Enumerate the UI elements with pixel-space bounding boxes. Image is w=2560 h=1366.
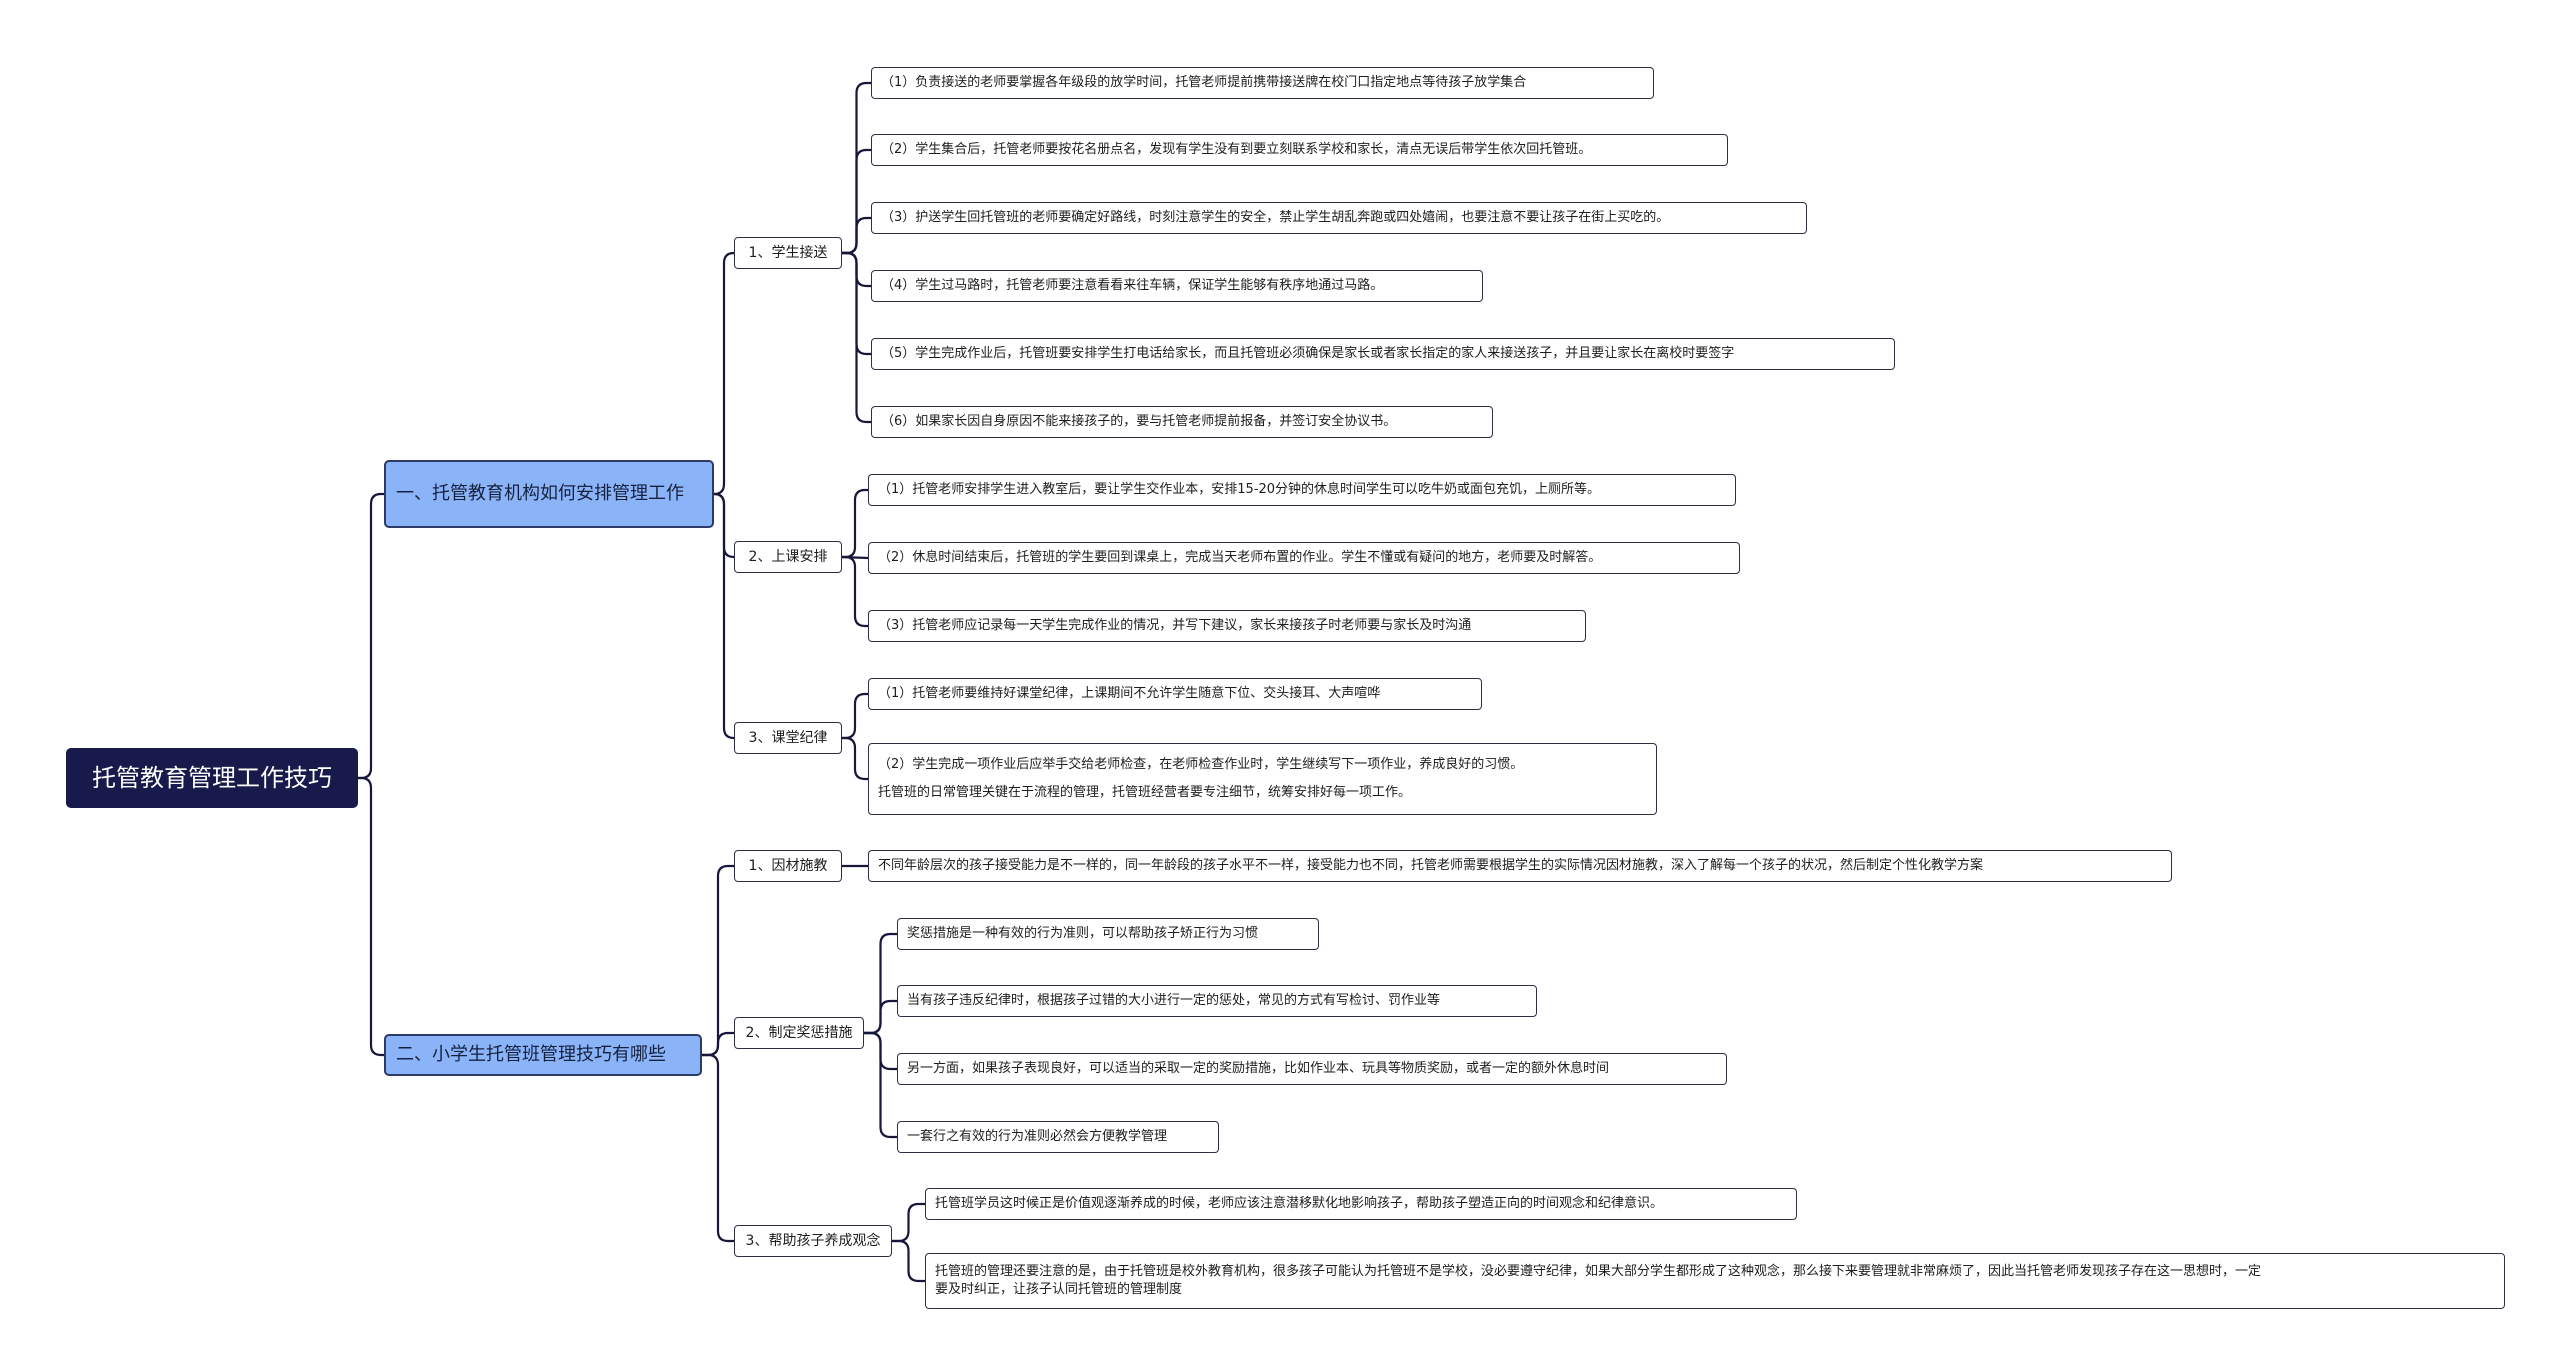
connector-leaf-rewards-2 (864, 999, 897, 1035)
group-node-class[interactable]: 2、上课安排 (734, 541, 842, 573)
leaf-pickup-5[interactable]: （5）学生完成作业后，托管班要安排学生打电话给家长，而且托管班必须确保是家长或者… (871, 338, 1895, 370)
leaf-rewards-2[interactable]: 当有孩子违反纪律时，根据孩子过错的大小进行一定的惩处，常见的方式有写检讨、罚作业… (897, 985, 1537, 1017)
connector-root-section-1 (358, 492, 384, 780)
connector-leaf-class-1 (842, 488, 868, 559)
leaf-discipline-2[interactable]: （2）学生完成一项作业后应举手交给老师检查，在老师检查作业时，学生继续写下一项作… (868, 743, 1657, 815)
connector-leaf-rewards-4 (864, 1031, 897, 1139)
connector-leaf-class-3 (842, 555, 868, 628)
leaf-discipline-2-text: （2）学生完成一项作业后应举手交给老师检查，在老师检查作业时，学生继续写下一项作… (878, 757, 1524, 772)
connector-group-node-pickup (713, 251, 735, 496)
group-node-concepts[interactable]: 3、帮助孩子养成观念 (734, 1225, 892, 1257)
root-node[interactable]: 托管教育管理工作技巧 (66, 748, 358, 808)
connector-leaf-pickup-6 (842, 251, 871, 424)
leaf-rewards-3[interactable]: 另一方面，如果孩子表现良好，可以适当的采取一定的奖励措施，比如作业本、玩具等物质… (897, 1053, 1727, 1085)
group-node-discipline[interactable]: 3、课堂纪律 (734, 722, 842, 754)
leaf-discipline-1[interactable]: （1）托管老师要维持好课堂纪律，上课期间不允许学生随意下位、交头接耳、大声喧哗 (868, 678, 1482, 710)
connector-group-node-tailored (702, 864, 734, 1057)
connector-leaf-discipline-2 (842, 736, 868, 781)
leaf-concepts-2-line-1: 托管班的管理还要注意的是，由于托管班是校外教育机构，很多孩子可能认为托管班不是学… (935, 1264, 2262, 1279)
leaf-tailored-1[interactable]: 不同年龄层次的孩子接受能力是不一样的，同一年龄段的孩子水平不一样，接受能力也不同… (868, 850, 2172, 882)
connector-group-node-discipline (713, 492, 735, 740)
leaf-pickup-6[interactable]: （6）如果家长因自身原因不能来接孩子的，要与托管老师提前报备，并签订安全协议书。 (871, 406, 1493, 438)
section-node-2[interactable]: 二、小学生托管班管理技巧有哪些 (384, 1034, 702, 1076)
connector-root-section-2 (358, 776, 384, 1057)
leaf-pickup-4[interactable]: （4）学生过马路时，托管老师要注意看看来往车辆，保证学生能够有秩序地通过马路。 (871, 270, 1483, 302)
leaf-concepts-2[interactable]: 托管班的管理还要注意的是，由于托管班是校外教育机构，很多孩子可能认为托管班不是学… (925, 1253, 2505, 1309)
leaf-class-2[interactable]: （2）休息时间结束后，托管班的学生要回到课桌上，完成当天老师布置的作业。学生不懂… (868, 542, 1740, 574)
leaf-class-3[interactable]: （3）托管老师应记录每一天学生完成作业的情况，并写下建议，家长来接孩子时老师要与… (868, 610, 1586, 642)
group-node-pickup[interactable]: 1、学生接送 (734, 237, 842, 269)
leaf-rewards-4[interactable]: 一套行之有效的行为准则必然会方便教学管理 (897, 1121, 1219, 1153)
connector-leaf-concepts-1 (892, 1202, 925, 1243)
leaf-concepts-2-line-2: 要及时纠正，让孩子认同托管班的管理制度 (935, 1282, 1183, 1297)
group-node-tailored[interactable]: 1、因材施教 (734, 850, 842, 882)
leaf-rewards-1[interactable]: 奖惩措施是一种有效的行为准则，可以帮助孩子矫正行为习惯 (897, 918, 1319, 950)
section-node-1[interactable]: 一、托管教育机构如何安排管理工作 (384, 460, 714, 528)
leaf-pickup-2[interactable]: （2）学生集合后，托管老师要按花名册点名，发现有学生没有到要立刻联系学校和家长，… (871, 134, 1728, 166)
connector-leaf-pickup-3 (842, 216, 871, 255)
leaf-concepts-1[interactable]: 托管班学员这时候正是价值观逐渐养成的时候，老师应该注意潜移默化地影响孩子，帮助孩… (925, 1188, 1797, 1220)
leaf-class-1[interactable]: （1）托管老师安排学生进入教室后，要让学生交作业本，安排15-20分钟的休息时间… (868, 474, 1736, 506)
leaf-pickup-1[interactable]: （1）负责接送的老师要掌握各年级段的放学时间，托管老师提前携带接送牌在校门口指定… (871, 67, 1654, 99)
connector-leaf-discipline-1 (842, 692, 868, 740)
leaf-discipline-note: 托管班的日常管理关键在于流程的管理，托管班经营者要专注细节，统筹安排好每一项工作… (878, 785, 1412, 800)
connector-leaf-concepts-2 (892, 1239, 925, 1283)
connector-group-node-concepts (702, 1053, 734, 1243)
group-node-rewards[interactable]: 2、制定奖惩措施 (734, 1017, 864, 1049)
leaf-pickup-3[interactable]: （3）护送学生回托管班的老师要确定好路线，时刻注意学生的安全，禁止学生胡乱奔跑或… (871, 202, 1807, 234)
